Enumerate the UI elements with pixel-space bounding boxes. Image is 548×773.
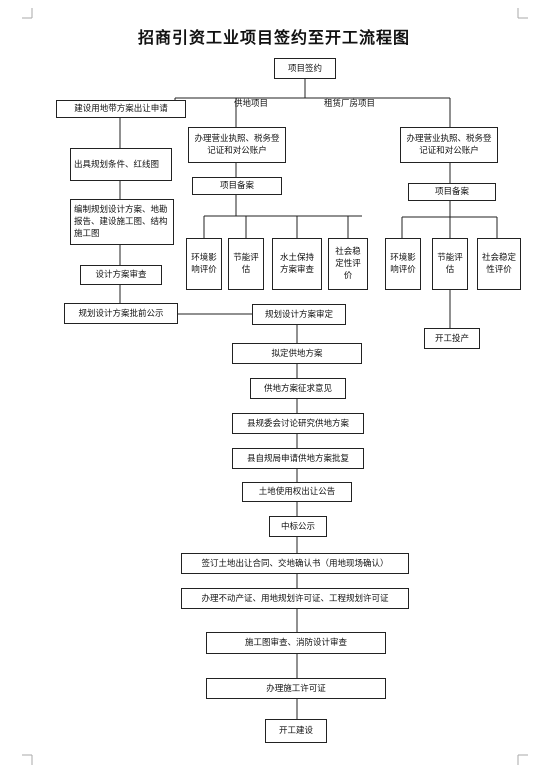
energy-right-node: 节能评估 [432,238,468,290]
design-review-node: 设计方案审查 [80,265,162,285]
plan-conditions-node: 出具规划条件、红线图 [70,148,172,181]
production-node: 开工投产 [424,328,480,349]
land-apply-node: 建设用地带方案出让申请 [56,100,186,118]
construction-permit-node: 办理施工许可证 [206,678,386,699]
water-mid-node: 水土保持方案审查 [272,238,322,290]
announcement-node: 土地使用权出让公告 [242,482,352,502]
start-node: 开工建设 [265,719,327,743]
page-title: 招商引资工业项目签约至开工流程图 [137,28,410,47]
contract-node: 签订土地出让合同、交地确认书（用地现场确认） [181,553,409,574]
supply-branch-label: 供地项目 [234,99,269,109]
env-mid-node: 环境影响评价 [186,238,222,290]
env-right-node: 环境影响评价 [385,238,421,290]
filing-right-node: 项目备案 [408,183,496,201]
bid-publicity-node: 中标公示 [269,516,327,537]
approval-node: 县自规局申请供地方案批复 [232,448,364,469]
license-right-node: 办理营业执照、税务登记证和对公账户 [400,127,498,163]
drawing-review-node: 施工图审查、消防设计审查 [206,632,386,654]
lease-branch-label: 租赁厂房项目 [324,99,376,109]
certificates-node: 办理不动产证、用地规划许可证、工程规划许可证 [181,588,409,609]
opinions-node: 供地方案征求意见 [250,378,346,399]
plan-review-node: 规划设计方案审定 [252,304,346,325]
signing-node: 项目签约 [274,58,336,79]
social-mid-node: 社会稳定性评价 [328,238,368,290]
energy-mid-node: 节能评估 [228,238,264,290]
supply-plan-node: 拟定供地方案 [232,343,362,364]
committee-node: 县规委会讨论研究供地方案 [232,413,364,434]
social-right-node: 社会稳定性评价 [477,238,521,290]
filing-mid-node: 项目备案 [192,177,282,195]
license-mid-node: 办理营业执照、税务登记证和对公账户 [188,127,286,163]
design-compile-node: 编制规划设计方案、地勘报告、建设施工图、结构施工图 [70,199,174,245]
plan-publicity-node: 规划设计方案批前公示 [64,303,178,324]
